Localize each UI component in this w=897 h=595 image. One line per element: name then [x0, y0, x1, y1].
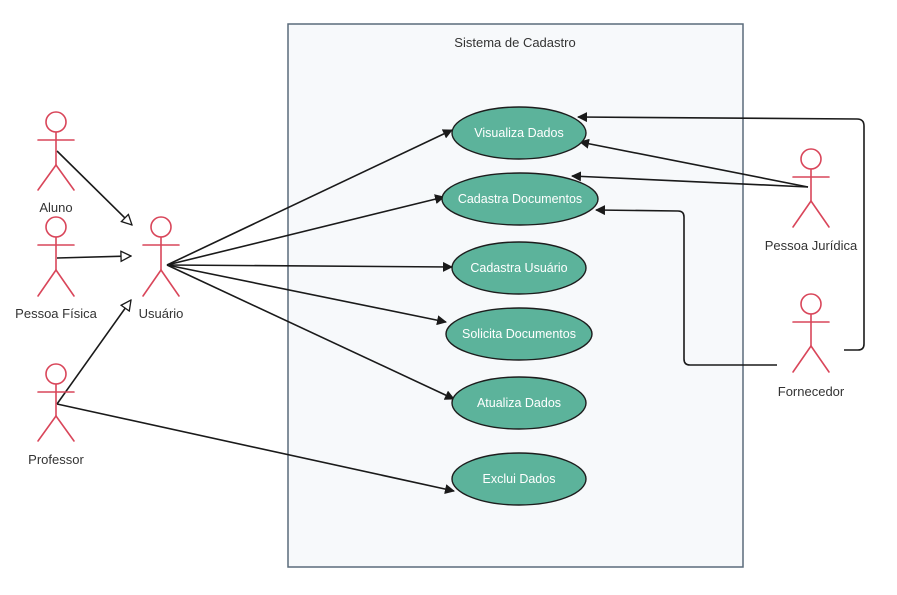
system-title: Sistema de Cadastro [454, 35, 575, 50]
use-case-label: Visualiza Dados [474, 126, 563, 140]
stick-figure-icon [37, 216, 75, 297]
actor-label: Aluno [39, 200, 72, 215]
use-case-label: Cadastra Documentos [458, 192, 582, 206]
actor-aluno[interactable]: Aluno [37, 111, 75, 215]
actor-label: Usuário [139, 306, 184, 321]
assoc-usuario-solicita-documentos [166, 264, 447, 326]
actor-pessoa-juridica[interactable]: Pessoa Jurídica [765, 148, 858, 253]
actor-professor[interactable]: Professor [28, 363, 84, 467]
connections [56, 112, 865, 494]
use-case-label: Atualiza Dados [477, 396, 561, 410]
assoc-pessoa-juridica-cadastra-documentos [571, 171, 809, 188]
use-case-atualiza-dados[interactable]: Atualiza Dados [451, 376, 587, 430]
use-case-cadastra-usuario[interactable]: Cadastra Usuário [451, 241, 587, 295]
assoc-pessoa-juridica-visualiza-dados [579, 138, 809, 188]
actor-fornecedor[interactable]: Fornecedor [778, 293, 845, 399]
use-case-cadastra-documentos[interactable]: Cadastra Documentos [441, 172, 599, 226]
actors: Aluno Pessoa Física Usuário [15, 111, 858, 467]
assoc-professor-exclui-dados [56, 403, 455, 494]
assoc-usuario-visualiza-dados [166, 129, 453, 266]
stick-figure-icon [142, 216, 180, 297]
actor-usuario[interactable]: Usuário [139, 216, 184, 321]
actor-label: Professor [28, 452, 84, 467]
actor-pessoa-fisica[interactable]: Pessoa Física [15, 216, 98, 321]
stick-figure-icon [792, 293, 830, 373]
actor-label: Pessoa Jurídica [765, 238, 858, 253]
assoc-fornecedor-visualiza-dados [577, 112, 865, 351]
assoc-fornecedor-cadastra-documentos [595, 205, 777, 366]
use-case-label: Exclui Dados [483, 472, 556, 486]
use-case-visualiza-dados[interactable]: Visualiza Dados [451, 106, 587, 160]
generalization-aluno-usuario [56, 150, 132, 225]
actor-label: Pessoa Física [15, 306, 97, 321]
stick-figure-icon [792, 148, 830, 228]
stick-figure-icon [37, 363, 75, 442]
assoc-usuario-cadastra-usuario [166, 261, 453, 272]
assoc-usuario-atualiza-dados [166, 264, 455, 400]
assoc-usuario-cadastra-documentos [166, 194, 445, 266]
use-case-label: Cadastra Usuário [470, 261, 567, 275]
generalization-pessoa-fisica-usuario [56, 256, 131, 258]
use-cases: Visualiza Dados Cadastra Documentos Cada… [441, 106, 599, 506]
stick-figure-icon [37, 111, 75, 191]
use-case-label: Solicita Documentos [462, 327, 576, 341]
generalization-professor-usuario [56, 300, 131, 405]
use-case-exclui-dados[interactable]: Exclui Dados [451, 452, 587, 506]
actor-label: Fornecedor [778, 384, 845, 399]
use-case-solicita-documentos[interactable]: Solicita Documentos [445, 307, 593, 361]
